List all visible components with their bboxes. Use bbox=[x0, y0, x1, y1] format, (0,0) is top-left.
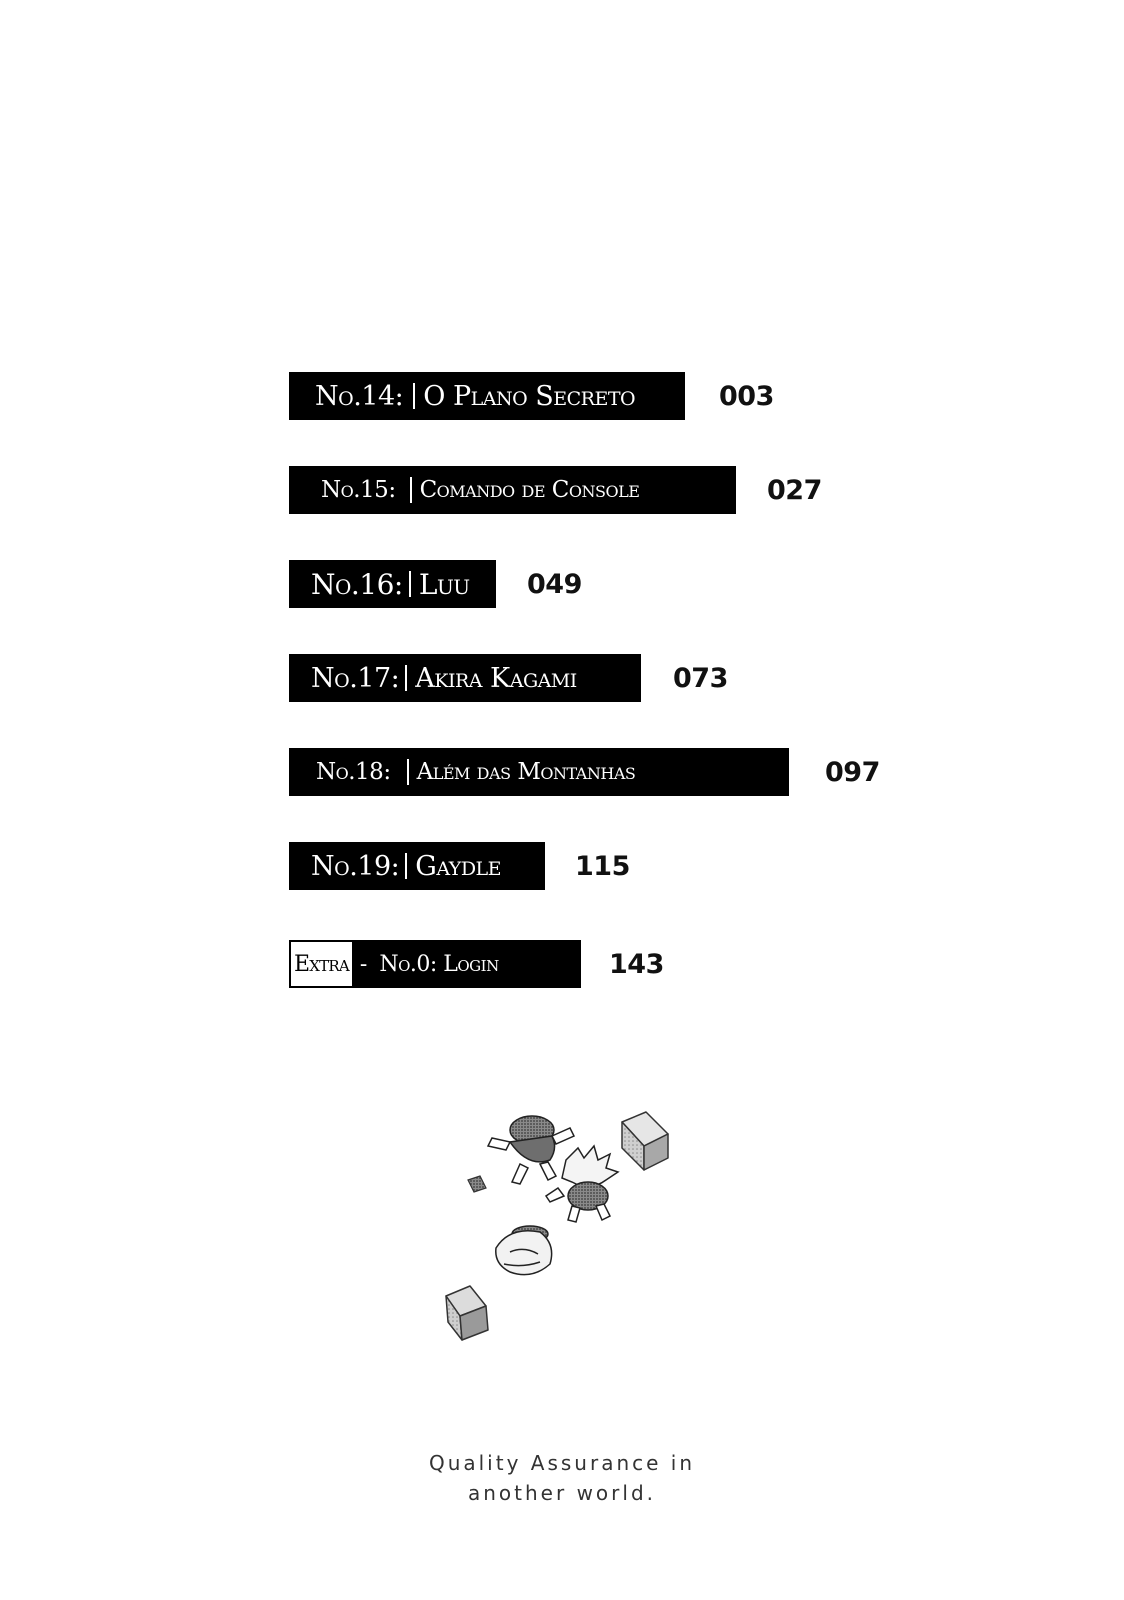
chapter-title: No.0: Login bbox=[379, 951, 499, 977]
chapter-title: Luu bbox=[418, 567, 470, 601]
separator bbox=[413, 383, 416, 409]
chapter-title: Comando de Console bbox=[419, 477, 640, 503]
separator bbox=[406, 759, 409, 785]
cube-icon bbox=[621, 1111, 669, 1171]
chapter-number: No.19: bbox=[311, 850, 400, 882]
tagline-line-1: Quality Assurance in bbox=[428, 1451, 696, 1475]
page-number: 027 bbox=[767, 474, 822, 506]
page-number: 097 bbox=[825, 756, 880, 788]
character-figure bbox=[486, 1115, 576, 1185]
chapter-bar: Extra - No.0: Login bbox=[289, 940, 581, 988]
chapter-bar: No.15: Comando de Console bbox=[289, 466, 736, 514]
chibi-characters-illustration bbox=[445, 1111, 669, 1341]
chapter-bar: No.18: Além das Montanhas bbox=[289, 748, 789, 796]
chapter-bar: No.16: Luu bbox=[289, 560, 496, 608]
separator bbox=[405, 665, 408, 691]
chapter-bar: No.14: O Plano Secreto bbox=[289, 372, 685, 420]
series-tagline: Quality Assurance in another world. bbox=[0, 1448, 1124, 1508]
character-figure bbox=[544, 1144, 620, 1223]
extra-label: Extra bbox=[289, 940, 354, 988]
separator bbox=[405, 853, 408, 879]
chapter-bar: No.19: Gaydle bbox=[289, 842, 545, 890]
table-of-contents: No.14: O Plano Secreto 003 No.15: Comand… bbox=[289, 372, 880, 988]
cube-icon bbox=[445, 1285, 489, 1341]
chapter-title: Akira Kagami bbox=[415, 662, 577, 694]
chapter-bar: No.17: Akira Kagami bbox=[289, 654, 641, 702]
chapter-title: Além das Montanhas bbox=[416, 759, 636, 785]
extra-dash: - bbox=[359, 951, 368, 977]
page-number: 073 bbox=[673, 662, 728, 694]
separator bbox=[409, 477, 412, 503]
cube-icon bbox=[467, 1175, 487, 1193]
tagline-line-2: another world. bbox=[468, 1481, 656, 1505]
page-number: 115 bbox=[575, 850, 630, 882]
chapter-title: Gaydle bbox=[415, 850, 502, 882]
character-figure bbox=[495, 1225, 553, 1276]
page-number: 049 bbox=[527, 568, 582, 600]
chapter-number: No.15: bbox=[321, 477, 396, 503]
chapter-number: No.16: bbox=[311, 567, 403, 601]
chapter-number: No.17: bbox=[311, 662, 400, 694]
chapter-number: No.18: bbox=[316, 759, 391, 785]
chapter-title: O Plano Secreto bbox=[423, 380, 636, 412]
page-number: 143 bbox=[609, 948, 664, 980]
page-number: 003 bbox=[719, 380, 774, 412]
chapter-number: No.14: bbox=[315, 380, 404, 412]
separator bbox=[408, 571, 411, 597]
